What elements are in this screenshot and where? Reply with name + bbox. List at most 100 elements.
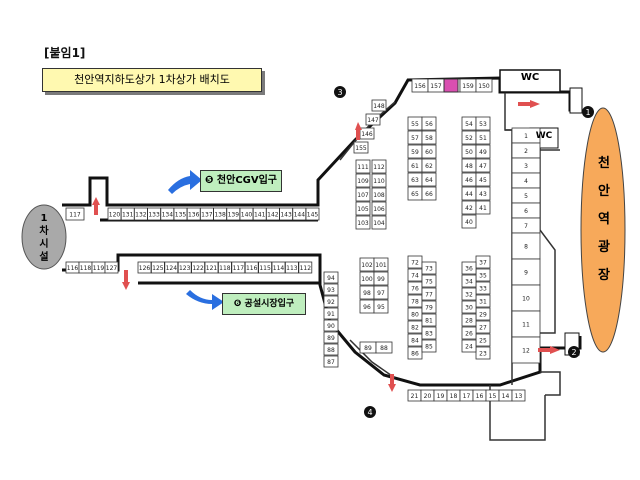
store-number: 106 [373, 206, 385, 213]
store-number: 107 [357, 192, 369, 199]
store-number: 53 [479, 121, 487, 128]
store-cell [475, 144, 491, 159]
store-cell [355, 201, 371, 216]
store-cell [475, 130, 491, 145]
store-number: 43 [479, 191, 487, 198]
station-char: 장 [598, 268, 610, 283]
store-number: 4 [524, 178, 528, 185]
store-number: 59 [411, 149, 419, 156]
store-number: 148 [373, 103, 385, 110]
store-number: 119 [93, 265, 105, 272]
store-number: 132 [135, 212, 147, 219]
left-exit-char: 설 [39, 252, 49, 263]
store-number: 88 [380, 345, 388, 352]
store-number: 40 [465, 219, 473, 226]
store-number: 1 [524, 133, 528, 140]
store-cell [373, 257, 389, 272]
store-number: 125 [152, 265, 164, 272]
store-cell [461, 287, 477, 301]
store-number: 91 [327, 311, 335, 318]
store-cell [461, 261, 477, 275]
store-cell [104, 261, 119, 274]
store-number: 115 [259, 265, 271, 272]
svg-text:1: 1 [585, 108, 590, 117]
store-cell [421, 172, 437, 187]
store-cell [461, 274, 477, 288]
store-cell [461, 326, 477, 340]
store-number: 96 [363, 304, 371, 311]
wc-label-right: WC [535, 131, 553, 141]
store-cell [371, 99, 387, 112]
store-number: 143 [280, 212, 292, 219]
store-cell [461, 300, 477, 314]
svg-text:3: 3 [337, 88, 342, 97]
store-cell [217, 261, 232, 274]
store-number: 116 [67, 265, 79, 272]
store-cell [475, 186, 491, 201]
store-number: 31 [479, 299, 487, 306]
store-number: 120 [109, 212, 121, 219]
store-number: 2 [524, 148, 528, 155]
store-number: 102 [361, 262, 373, 269]
wc-label-top: WC [520, 72, 540, 83]
store-number: 133 [148, 212, 160, 219]
left-exit-label: 1 차 시 설 [36, 212, 52, 264]
store-number: 15 [489, 393, 497, 400]
store-number: 156 [414, 83, 426, 90]
store-number: 82 [411, 325, 419, 332]
store-number: 44 [465, 191, 473, 198]
store-number: 79 [425, 305, 433, 312]
store-number: 86 [411, 351, 419, 358]
station-char: 역 [598, 212, 610, 227]
store-cell [475, 158, 491, 173]
entrance-markers: 3 1 2 4 [334, 86, 594, 418]
store-cell [371, 201, 387, 216]
store-number: 54 [465, 121, 473, 128]
store-number: 64 [425, 177, 433, 184]
store-number: 84 [411, 338, 419, 345]
store-cell [353, 141, 369, 154]
store-number: 65 [411, 191, 419, 198]
store-number: 37 [479, 260, 487, 267]
store-number: 19 [437, 393, 445, 400]
store-cell [407, 346, 423, 360]
store-number: 8 [524, 244, 528, 251]
store-number: 90 [327, 323, 335, 330]
store-number: 145 [307, 212, 319, 219]
store-number: 87 [327, 359, 335, 366]
store-number: 117 [233, 265, 245, 272]
store-cell [323, 331, 339, 344]
store-cell [475, 200, 491, 215]
store-cell [461, 313, 477, 327]
store-number: 118 [219, 265, 231, 272]
cgv-entrance-label: ❺ 천안CGV입구 [200, 170, 282, 192]
store-number: 89 [327, 335, 335, 342]
store-number: 144 [294, 212, 306, 219]
store-cell [421, 130, 437, 145]
highlight-store [443, 78, 459, 93]
store-number: 83 [425, 331, 433, 338]
store-number: 112 [300, 265, 312, 272]
store-number: 10 [522, 296, 530, 303]
store-number: 127 [106, 265, 118, 272]
store-number: 97 [377, 290, 385, 297]
store-number: 117 [69, 212, 81, 219]
svg-text:4: 4 [367, 408, 372, 417]
attachment-tag: [붙임1] [44, 46, 86, 60]
left-exit [21, 204, 67, 270]
store-number: 122 [192, 265, 204, 272]
store-cell [475, 346, 491, 360]
store-number: 34 [465, 279, 473, 286]
store-number: 136 [188, 212, 200, 219]
store-number: 80 [411, 312, 419, 319]
store-cell [323, 355, 339, 368]
store-cell [177, 261, 192, 274]
store-number: 137 [201, 212, 213, 219]
store-number: 7 [524, 223, 528, 230]
store-cell [365, 113, 381, 126]
store-number: 103 [357, 220, 369, 227]
store-number: 47 [479, 163, 487, 170]
station-char: 광 [598, 240, 610, 255]
